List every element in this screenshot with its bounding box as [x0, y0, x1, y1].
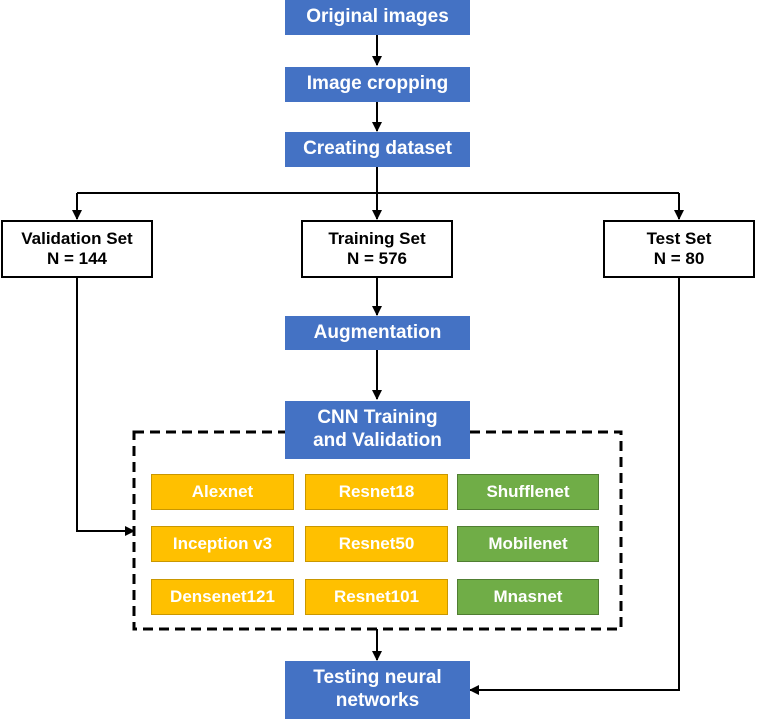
- model-label: Alexnet: [191, 481, 254, 501]
- cnn-training-box: CNN Training and Validation: [285, 401, 470, 459]
- original-images-box: Original images: [285, 0, 470, 35]
- model-inception-v3: Inception v3: [151, 526, 294, 562]
- model-resnet18: Resnet18: [305, 474, 448, 510]
- arrow-validation-to-models: [76, 278, 135, 536]
- training-set-box: Training Set N = 576: [301, 220, 453, 278]
- creating-dataset-label: Creating dataset: [303, 138, 452, 160]
- test-set-box: Test Set N = 80: [603, 220, 755, 278]
- model-label: Resnet101: [333, 586, 420, 606]
- model-label: Inception v3: [172, 533, 273, 553]
- arrow-test-to-testing: [469, 278, 680, 695]
- validation-set-count: N = 144: [46, 249, 107, 268]
- model-label: Resnet50: [338, 533, 415, 553]
- augmentation-box: Augmentation: [285, 316, 470, 350]
- original-images-label: Original images: [306, 6, 449, 28]
- cnn-training-line2: and Validation: [313, 430, 442, 451]
- model-mnasnet: Mnasnet: [457, 579, 599, 615]
- model-label: Mnasnet: [493, 586, 563, 606]
- augmentation-label: Augmentation: [313, 321, 442, 343]
- model-label: Mobilenet: [488, 533, 568, 553]
- testing-line1: Testing neural: [313, 667, 442, 689]
- testing-line2: networks: [335, 690, 420, 711]
- model-label: Resnet18: [338, 481, 415, 501]
- model-label: Densenet121: [170, 586, 275, 606]
- training-set-count: N = 576: [346, 249, 407, 268]
- test-set-count: N = 80: [653, 249, 705, 268]
- cnn-training-line1: CNN Training: [317, 407, 438, 429]
- testing-networks-box: Testing neural networks: [285, 661, 470, 719]
- model-shufflenet: Shufflenet: [457, 474, 599, 510]
- model-mobilenet: Mobilenet: [457, 526, 599, 562]
- creating-dataset-box: Creating dataset: [285, 132, 470, 167]
- validation-set-title: Validation Set: [21, 228, 133, 248]
- validation-set-box: Validation Set N = 144: [1, 220, 153, 278]
- model-alexnet: Alexnet: [151, 474, 294, 510]
- image-cropping-label: Image cropping: [306, 73, 449, 95]
- test-set-title: Test Set: [646, 228, 712, 248]
- model-resnet50: Resnet50: [305, 526, 448, 562]
- training-set-title: Training Set: [328, 228, 426, 248]
- model-densenet121: Densenet121: [151, 579, 294, 615]
- model-label: Shufflenet: [486, 481, 570, 501]
- image-cropping-box: Image cropping: [285, 67, 470, 102]
- model-resnet101: Resnet101: [305, 579, 448, 615]
